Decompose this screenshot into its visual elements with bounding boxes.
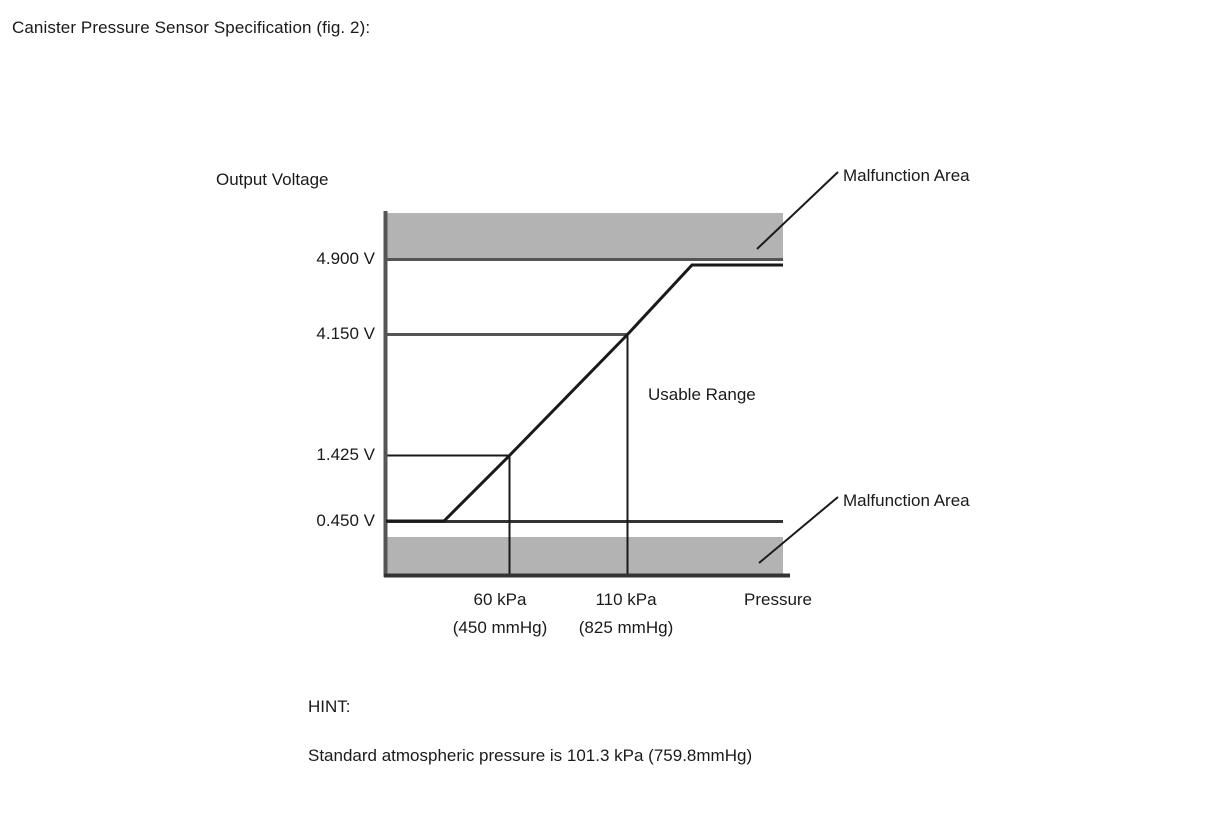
hint-text: Standard atmospheric pressure is 101.3 k… bbox=[308, 746, 753, 765]
hint-label: HINT: bbox=[308, 697, 351, 716]
y-axis-title: Output Voltage bbox=[216, 170, 329, 189]
x-tick-label-60kpa-primary: 60 kPa bbox=[473, 590, 527, 609]
y-tick-label-0450v: 0.450 V bbox=[316, 511, 375, 530]
malfunction-area-label-lower: Malfunction Area bbox=[843, 491, 970, 510]
malfunction-area-label-upper: Malfunction Area bbox=[843, 166, 970, 185]
page-title: Canister Pressure Sensor Specification (… bbox=[12, 18, 371, 37]
leader-line-upper bbox=[756, 171, 839, 250]
malfunction-band-upper bbox=[385, 213, 783, 259]
usable-range-label: Usable Range bbox=[648, 385, 756, 404]
y-tick-label-4150v: 4.150 V bbox=[316, 324, 375, 343]
x-tick-110kpa: 110 kPa (825 mmHg) bbox=[579, 590, 673, 638]
y-tick-label-4900v: 4.900 V bbox=[316, 249, 375, 268]
leader-line-lower bbox=[758, 496, 839, 564]
x-tick-label-110kpa-primary: 110 kPa bbox=[595, 590, 657, 609]
x-tick-label-60kpa-secondary: (450 mmHg) bbox=[452, 618, 548, 637]
x-axis-title: Pressure bbox=[743, 590, 813, 609]
x-tick-60kpa: 60 kPa (450 mmHg) bbox=[453, 590, 547, 638]
sensor-output-curve bbox=[386, 263, 783, 523]
malfunction-band-lower bbox=[385, 537, 783, 576]
x-tick-label-110kpa-secondary: (825 mmHg) bbox=[578, 618, 674, 637]
y-tick-label-1425v: 1.425 V bbox=[316, 445, 375, 464]
